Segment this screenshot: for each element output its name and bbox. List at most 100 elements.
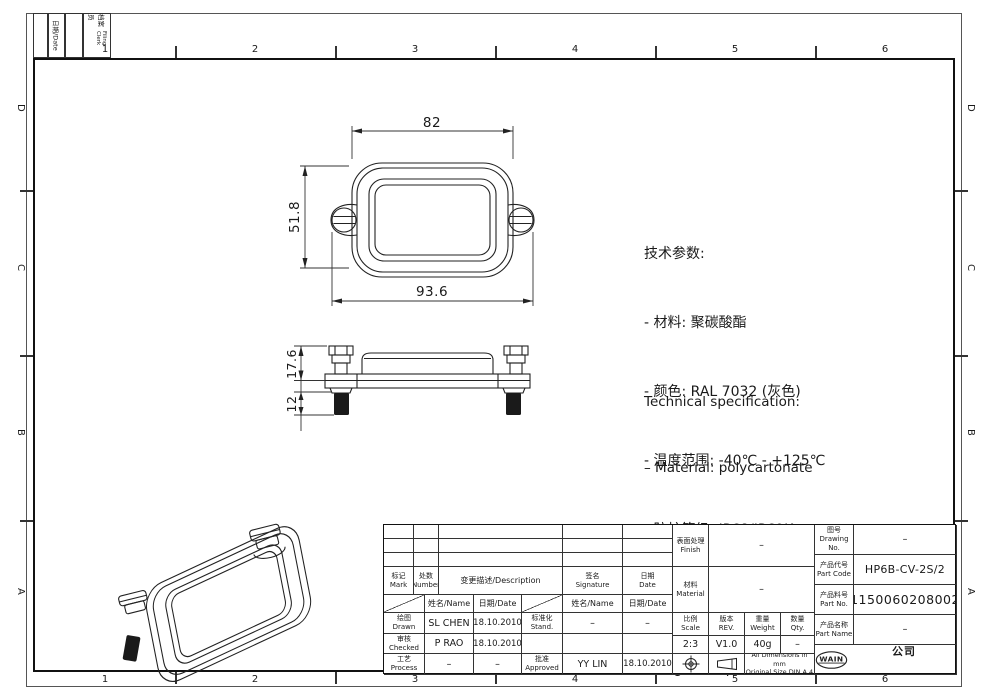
rev-row-cell: [439, 539, 563, 553]
sub-header-date1: 日期/Date: [474, 595, 522, 613]
rev-row-cell: [623, 553, 673, 567]
svg-text:WAIN: WAIN: [819, 654, 843, 663]
process-name: –: [425, 654, 474, 675]
spec-cn-material: - 材料: 聚碳酸酯: [644, 315, 747, 331]
rev-row-cell: [563, 553, 623, 567]
rev-row-cell: [384, 539, 414, 553]
rev-row-cell: [384, 553, 414, 567]
drawn-date: 18.10.2010: [474, 613, 522, 634]
zone-bottom-4: 4: [571, 674, 579, 685]
sub-header-name2: 姓名/Name: [563, 595, 623, 613]
process-label: 工艺 Process: [384, 654, 425, 675]
drawn-label: 绘图 Drawn: [384, 613, 425, 634]
corner-box-date: 日期/Date: [48, 13, 65, 58]
scale-label: 比例 Scale: [673, 613, 709, 636]
wain-logo-icon: WAIN: [815, 650, 848, 669]
rev-row-cell: [414, 525, 439, 539]
zone-tick: [955, 520, 968, 522]
zone-right-a: A: [965, 588, 976, 595]
company-name-cn: 厦门唯恩电气有限公司: [891, 645, 916, 658]
sub-header-date2: 日期/Date: [623, 595, 673, 613]
spec-en-title: Technical specification:: [644, 393, 800, 410]
zone-top-2: 2: [251, 44, 259, 55]
zone-right-b: B: [965, 429, 976, 436]
rev-label: 版本 REV.: [709, 613, 745, 636]
zone-left-b: B: [15, 429, 26, 436]
part-no-value: 1150060208002: [854, 585, 957, 615]
iso-view: [118, 523, 312, 682]
stand-signature: –: [563, 613, 623, 634]
sub-header-name1: 姓名/Name: [425, 595, 474, 613]
zone-tick: [955, 190, 968, 192]
corner-box-empty-2: [65, 13, 83, 58]
zone-bottom-1: 1: [101, 674, 109, 685]
rev-row-cell: [414, 553, 439, 567]
drawn-name: SL CHEN: [425, 613, 474, 634]
zone-tick: [815, 46, 817, 58]
weight-value: 40g: [745, 636, 781, 654]
zone-tick: [655, 672, 657, 684]
first-angle-projection-icon: [716, 657, 737, 671]
checked-name: P RAO: [425, 634, 474, 654]
dim-side-stud: 12: [284, 396, 299, 413]
rev-value: V1.0: [709, 636, 745, 654]
diagonal-cell: [384, 595, 425, 613]
spec-en-material: – Material: polycartonate: [644, 460, 813, 477]
side-view: [324, 345, 531, 415]
zone-top-4: 4: [571, 44, 579, 55]
zone-tick: [175, 672, 177, 684]
part-code-label: 产品代号 Part Code: [815, 555, 854, 585]
zone-right-d: D: [965, 104, 976, 112]
drawing-no-value: –: [854, 525, 957, 555]
stand-label: 标准化 Stand.: [522, 613, 563, 634]
spec-cn-title: 技术参数:: [644, 246, 705, 262]
stand-date: –: [623, 613, 673, 634]
rev-row-cell: [439, 525, 563, 539]
qty-value: –: [781, 636, 815, 654]
zone-tick: [335, 672, 337, 684]
rev-row-cell: [563, 539, 623, 553]
rev-row-cell: [623, 539, 673, 553]
spec-cn-colour: - 颜色: RAL 7032 (灰色): [644, 384, 801, 400]
zone-tick: [20, 190, 33, 192]
approved-date: 18.10.2010: [623, 654, 673, 675]
zone-top-6: 6: [881, 44, 889, 55]
corner-clerk-en: Filing Clerk: [95, 30, 107, 46]
checked-date: 18.10.2010: [474, 634, 522, 654]
zone-top-1: 1: [101, 44, 109, 55]
approved-label: 批准 Approved: [522, 654, 563, 675]
projection-target-symbol: [673, 654, 709, 675]
zone-tick: [655, 46, 657, 58]
zone-bottom-6: 6: [881, 674, 889, 685]
zone-bottom-3: 3: [411, 674, 419, 685]
target-icon: [682, 655, 699, 673]
front-view-dimensions: [300, 126, 534, 306]
material-label: 材料 Material: [673, 567, 709, 613]
scale-value: 2:3: [673, 636, 709, 654]
part-no-label: 产品料号 Part No.: [815, 585, 854, 615]
part-code-value: HP6B-CV-2S/2: [854, 555, 957, 585]
material-value: –: [709, 567, 815, 613]
finish-label: 表面处理 Finish: [673, 525, 709, 567]
corner-box-filing-clerk: 档案员 Filing Clerk: [83, 13, 111, 58]
zone-tick: [955, 355, 968, 357]
sheet-outer-border: [26, 13, 962, 687]
zone-tick: [815, 672, 817, 684]
zone-bottom-5: 5: [731, 674, 739, 685]
zone-top-5: 5: [731, 44, 739, 55]
spec-cn-temperature: - 温度范围: -40℃ - +125℃: [644, 453, 826, 469]
zone-tick: [335, 46, 337, 58]
rev-header-number: 处数 Number: [414, 567, 439, 595]
zone-left-a: A: [15, 588, 26, 595]
empty-cell: [522, 634, 563, 654]
approved-name: YY LIN: [563, 654, 623, 675]
part-name-label: 产品名称 Part Name: [815, 615, 854, 645]
dim-side-height: 17.6: [284, 349, 299, 379]
corner-clerk-cn: 档案员: [87, 14, 105, 27]
zone-tick: [20, 355, 33, 357]
zone-tick: [495, 46, 497, 58]
rev-header-date: 日期 Date: [623, 567, 673, 595]
zone-tick: [20, 520, 33, 522]
corner-date-label: 日期/Date: [51, 20, 60, 51]
